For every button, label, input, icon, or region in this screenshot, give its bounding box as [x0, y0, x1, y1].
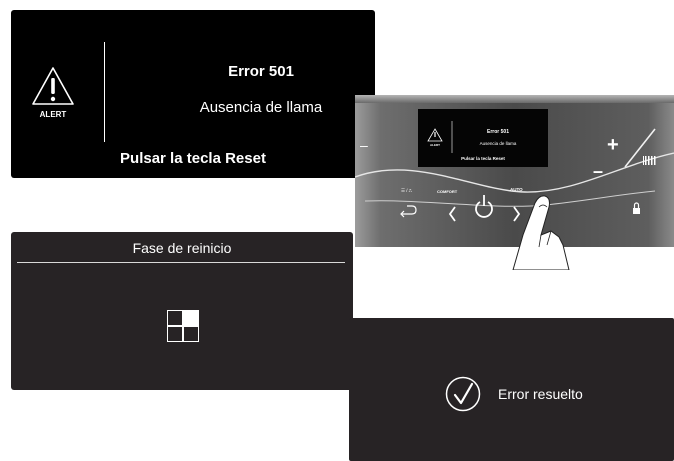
- device-left-minus: –: [360, 137, 368, 153]
- auto-label: AUTO: [510, 187, 523, 192]
- power-icon[interactable]: [475, 195, 493, 218]
- resolved-message: Error resuelto: [498, 386, 583, 402]
- back-icon[interactable]: [402, 205, 417, 215]
- pointing-hand-icon: [512, 195, 570, 270]
- boiler-control-panel: ALERT Error 501 Ausencia de llama Pulsar…: [355, 95, 674, 270]
- warning-triangle-icon: [32, 67, 74, 105]
- restart-title: Fase de reinicio: [132, 240, 232, 256]
- mode-label: ☰ / ⎍: [401, 188, 413, 193]
- error-message: Ausencia de llama: [199, 99, 323, 116]
- alert-label: ALERT: [39, 110, 67, 119]
- restart-screen: Fase de reinicio: [11, 232, 353, 390]
- loading-squares-icon: [167, 310, 199, 342]
- plus-button[interactable]: +: [607, 134, 619, 156]
- radiator-icon: [643, 156, 656, 165]
- chevron-left-icon[interactable]: [448, 206, 456, 222]
- title-underline: [17, 262, 345, 263]
- minus-button[interactable]: –: [593, 161, 603, 181]
- device-error-message: Ausencia de llama: [480, 141, 517, 146]
- device-alert-label: ALERT: [430, 143, 440, 147]
- resolved-screen: Error resuelto: [349, 318, 674, 461]
- divider: [104, 42, 105, 142]
- device-reset-instruction: Pulsar la tecla Reset: [461, 156, 505, 161]
- error-screen: ALERT Error 501 Ausencia de llama Pulsar…: [11, 10, 375, 178]
- comfort-label: COMFORT: [437, 189, 458, 194]
- device-error-code: Error 501: [487, 129, 509, 135]
- error-code: Error 501: [228, 63, 294, 80]
- lock-icon[interactable]: [633, 202, 640, 214]
- reset-instruction: Pulsar la tecla Reset: [120, 150, 266, 167]
- check-circle-icon: [445, 376, 481, 412]
- chevron-right-icon[interactable]: [513, 206, 521, 222]
- device-display: [418, 109, 548, 167]
- control-panel-illustration: ALERT Error 501 Ausencia de llama Pulsar…: [355, 95, 674, 270]
